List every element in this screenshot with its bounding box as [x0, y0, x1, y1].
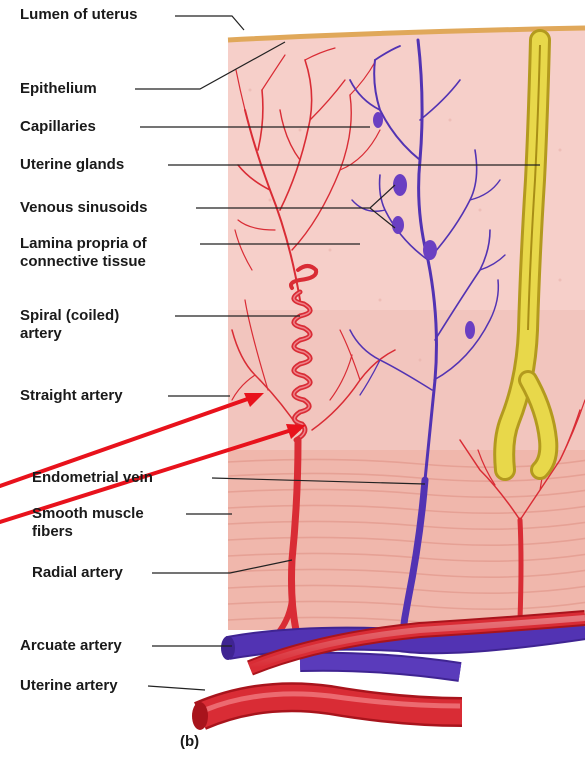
label-uterine-artery: Uterine artery — [20, 677, 118, 695]
label-spiral-artery: Spiral (coiled) artery — [20, 307, 119, 343]
label-smooth-muscle: Smooth muscle fibers — [32, 505, 144, 541]
label-uterine-glands: Uterine glands — [20, 156, 124, 174]
label-arcuate-artery: Arcuate artery — [20, 637, 122, 655]
label-endometrial-vein: Endometrial vein — [32, 469, 153, 487]
straight-artery — [520, 520, 521, 620]
label-straight-artery: Straight artery — [20, 387, 123, 405]
label-lamina-propria: Lamina propria of connective tissue — [20, 235, 147, 271]
leader-lumen — [175, 16, 244, 30]
uterine-artery — [192, 694, 462, 730]
panel-caption: (b) — [180, 733, 199, 750]
label-epithelium: Epithelium — [20, 80, 97, 98]
leader-uterine-artery — [148, 686, 205, 690]
label-venous-sinusoids: Venous sinusoids — [20, 199, 148, 217]
label-radial-artery: Radial artery — [32, 564, 123, 582]
label-lumen-of-uterus: Lumen of uterus — [20, 6, 138, 24]
label-capillaries: Capillaries — [20, 118, 96, 136]
